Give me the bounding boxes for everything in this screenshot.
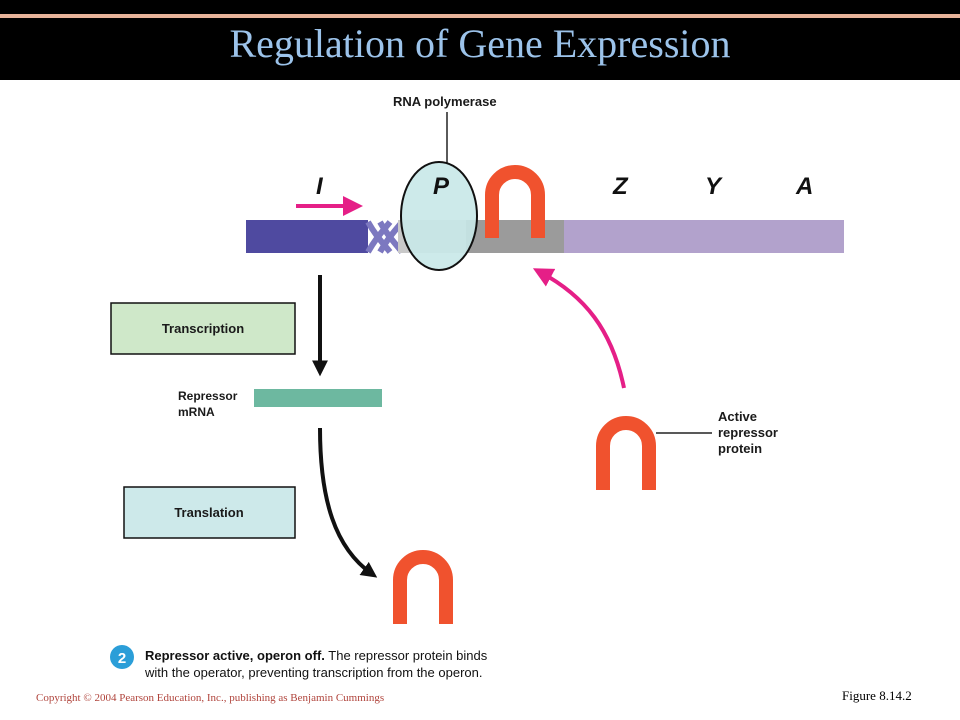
caption-line1: Repressor active, operon off. The repres… [145,648,488,663]
step-badge [110,645,134,669]
rna-polymerase-shape [400,161,478,271]
transcription-box [110,302,296,355]
step-number: 2 [118,650,126,667]
gene-a-label: A [795,173,813,200]
copyright-footer: Copyright © 2004 Pearson Education, Inc.… [36,692,385,704]
gene-y-label: Y [705,173,723,200]
caption-bold-text: Repressor active, operon off. [145,648,325,663]
gene-p-label: P [433,173,450,200]
active-repressor-shape [596,416,656,490]
title-bar: Regulation of Gene Expression [0,0,960,80]
repressor-mrna-label-line1: Repressor [178,389,238,403]
transcription-label: Transcription [162,321,244,336]
repressor-mrna-label-line2: mRNA [178,405,215,419]
gene-i-label: I [316,173,324,200]
active-label-line1: Active [718,409,757,424]
repressor-mrna-bar [254,389,382,407]
caption-line1-rest: The repressor protein binds [325,648,488,663]
operon-genes-segment [564,220,844,253]
dna-helix-twist [365,220,405,254]
translation-arrow [318,427,378,578]
figure-number: Figure 8.14.2 [842,688,912,703]
operator-segment [466,220,564,253]
active-label-line2: repressor [718,425,778,440]
bound-repressor-shape [485,165,545,238]
caption-line2: with the operator, preventing transcript… [144,665,482,680]
title-accent-rule [0,14,960,18]
gene-z-label: Z [612,173,629,200]
rna-polymerase-label: RNA polymerase [393,94,497,109]
translation-box [123,486,296,539]
translation-label: Translation [174,505,243,520]
regulator-gene-segment [246,220,368,253]
new-repressor-shape [393,550,453,624]
active-label-line3: protein [718,441,762,456]
repressor-binding-arrow [532,268,626,389]
page-title: Regulation of Gene Expression [229,21,731,66]
